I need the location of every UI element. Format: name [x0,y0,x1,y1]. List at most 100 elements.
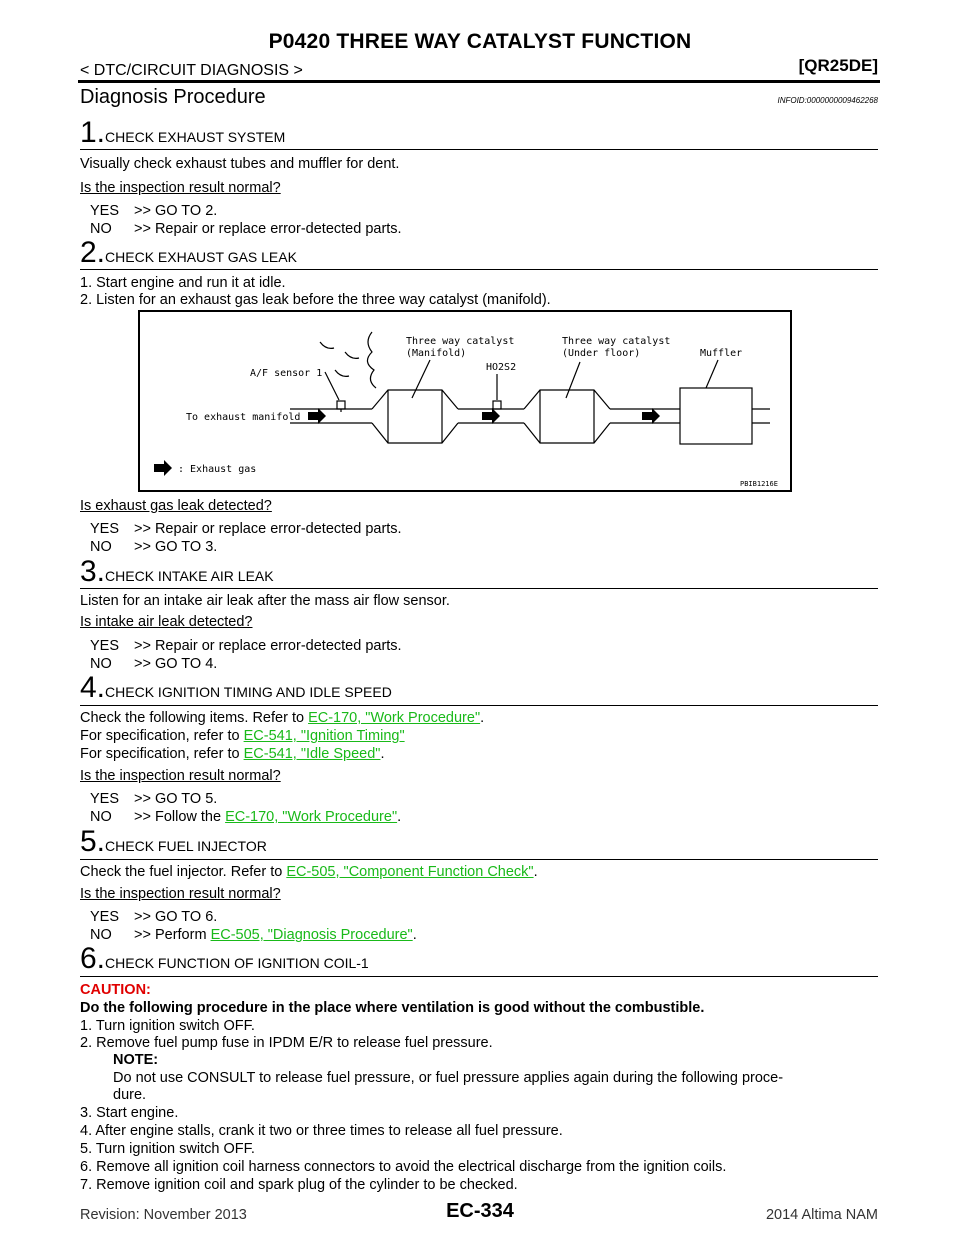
info-id: INFOID:0000000009462268 [777,96,878,105]
step-3-no-text: >> GO TO 4. [134,656,218,672]
step-4-line-1: Check the following items. Refer to EC-1… [80,710,484,726]
step-4-line-3-text: For specification, refer to [80,746,244,762]
step-3-yes: YES >> Repair or replace error-detected p… [90,638,402,654]
figure-code: PBIB1216E [740,480,778,488]
legend-exhaust-gas: : Exhaust gas [178,464,256,475]
label-muffler: Muffler [700,348,742,359]
header-divider [78,80,880,83]
step-5-line-1-text: Check the fuel injector. Refer to [80,864,287,880]
step-2-item-2: 2. Listen for an exhaust gas leak before… [80,292,551,308]
no-label: NO [90,539,112,555]
yes-label: YES [90,203,120,219]
yes-label: YES [90,638,120,654]
step-6-rule [80,976,878,977]
step-4-no-text: >> Follow the [134,809,226,825]
step-2-item-1: 1. Start engine and run it at idle. [80,275,286,291]
note-line-2: dure. [113,1087,147,1103]
footer-model: 2014 Altima NAM [765,1207,878,1223]
label-catalyst-underfloor-1: Three way catalyst [562,336,670,347]
step-6-item-2: 2. Remove fuel pump fuse in IPDM E/R to … [80,1035,493,1051]
no-label: NO [90,221,112,237]
exhaust-diagram-svg: Three way catalyst (Manifold) Three way … [154,331,778,488]
step-1-text: Visually check exhaust tubes and muffler… [80,156,400,172]
step-2-no-text: >> GO TO 3. [134,539,218,555]
step-4-line-3-end: . [380,746,385,762]
step-5-yes: YES >> GO TO 6. [90,909,217,925]
step-4-yes: YES>> GO TO 5. [90,791,217,807]
caution-label: CAUTION: [80,982,151,998]
link-ec-505-diagnosis-procedure[interactable]: EC-505, "Diagnosis Procedure" [210,927,413,943]
yes-label: YES [90,791,120,807]
step-5-title: CHECK FUEL INJECTOR [105,838,267,854]
link-ec-170-work-procedure[interactable]: EC-170, "Work Procedure" [308,710,481,726]
step-1-heading: 1.CHECK EXHAUST SYSTEM [80,118,285,148]
step-3-yes-text: >> Repair or replace error-detected part… [134,638,402,654]
yes-label: YES [90,909,120,925]
step-2-heading: 2.CHECK EXHAUST GAS LEAK [80,238,297,268]
note-label: NOTE: [113,1052,159,1068]
step-2-yes-text: >> Repair or replace error-detected part… [134,521,402,537]
step-3-text: Listen for an intake air leak after the … [80,593,450,609]
step-1-title: CHECK EXHAUST SYSTEM [105,129,286,145]
step-2-yes: YES >> Repair or replace error-detected p… [90,521,402,537]
step-6-item-6: 6. Remove all ignition coil harness conn… [80,1159,727,1175]
step-6-item-5: 5. Turn ignition switch OFF. [80,1141,255,1157]
engine-code: [QR25DE] [798,56,878,75]
link-ec-541-ignition-timing[interactable]: EC-541, "Ignition Timing" [243,728,405,744]
step-2-title: CHECK EXHAUST GAS LEAK [105,249,297,265]
step-1-no: NO >> Repair or replace error-detected pa… [90,221,402,237]
footer-revision: Revision: November 2013 [80,1207,247,1223]
step-6-title: CHECK FUNCTION OF IGNITION COIL-1 [105,955,369,971]
step-2-no: NO >> GO TO 3. [90,539,217,555]
step-4-number: 4. [80,671,106,704]
step-3-number: 3. [80,555,106,588]
label-to-exhaust-manifold: To exhaust manifold [186,412,300,423]
step-3-rule [80,588,878,589]
exhaust-system-diagram: Three way catalyst (Manifold) Three way … [138,310,792,492]
step-4-no-end: . [397,809,402,825]
label-catalyst-manifold-2: (Manifold) [406,348,466,359]
step-3-no: NO >> GO TO 4. [90,656,217,672]
step-1-yes: YES >> GO TO 2. [90,203,217,219]
step-1-no-text: >> Repair or replace error-detected part… [134,221,402,237]
step-2-question: Is exhaust gas leak detected? [80,498,272,514]
link-ec-170-work-procedure-2[interactable]: EC-170, "Work Procedure" [225,809,398,825]
step-4-line-2: For specification, refer to EC-541, "Ign… [80,728,405,744]
step-3-question: Is intake air leak detected? [80,614,253,630]
step-4-line-1-end: . [480,710,485,726]
step-4-line-2-text: For specification, refer to [80,728,244,744]
note-line-1: Do not use CONSULT to release fuel press… [113,1070,784,1086]
link-ec-541-idle-speed[interactable]: EC-541, "Idle Speed" [243,746,381,762]
section-breadcrumb: < DTC/CIRCUIT DIAGNOSIS > [80,62,303,79]
step-5-line-1: Check the fuel injector. Refer to EC-505… [80,864,538,880]
step-6-number: 6. [80,942,106,975]
caution-text: Do the following procedure in the place … [80,1000,705,1016]
step-5-heading: 5.CHECK FUEL INJECTOR [80,827,267,857]
step-4-line-1-text: Check the following items. Refer to [80,710,309,726]
no-label: NO [90,927,112,943]
step-5-yes-text: >> GO TO 6. [134,909,218,925]
step-4-question: Is the inspection result normal? [80,768,281,784]
step-6-item-7: 7. Remove ignition coil and spark plug o… [80,1177,518,1193]
step-5-no-text: >> Perform [134,927,211,943]
step-1-rule [80,149,878,150]
step-5-line-1-end: . [533,864,538,880]
step-6-item-1: 1. Turn ignition switch OFF. [80,1018,255,1034]
section-title: Diagnosis Procedure [80,86,266,108]
step-4-line-3: For specification, refer to EC-541, "Idl… [80,746,384,762]
step-5-no-end: . [412,927,417,943]
step-6-heading: 6.CHECK FUNCTION OF IGNITION COIL-1 [80,944,369,974]
step-3-title: CHECK INTAKE AIR LEAK [105,568,274,584]
label-ho2s2: HO2S2 [486,362,516,373]
step-1-yes-text: >> GO TO 2. [134,203,218,219]
no-label: NO [90,656,112,672]
no-label: NO [90,809,112,825]
step-6-item-3: 3. Start engine. [80,1105,179,1121]
step-4-title: CHECK IGNITION TIMING AND IDLE SPEED [105,684,392,700]
link-ec-505-component-function-check[interactable]: EC-505, "Component Function Check" [286,864,534,880]
step-3-heading: 3.CHECK INTAKE AIR LEAK [80,557,274,587]
page-number: EC-334 [446,1200,514,1222]
yes-label: YES [90,521,120,537]
step-2-rule [80,269,878,270]
label-catalyst-manifold-1: Three way catalyst [406,336,514,347]
